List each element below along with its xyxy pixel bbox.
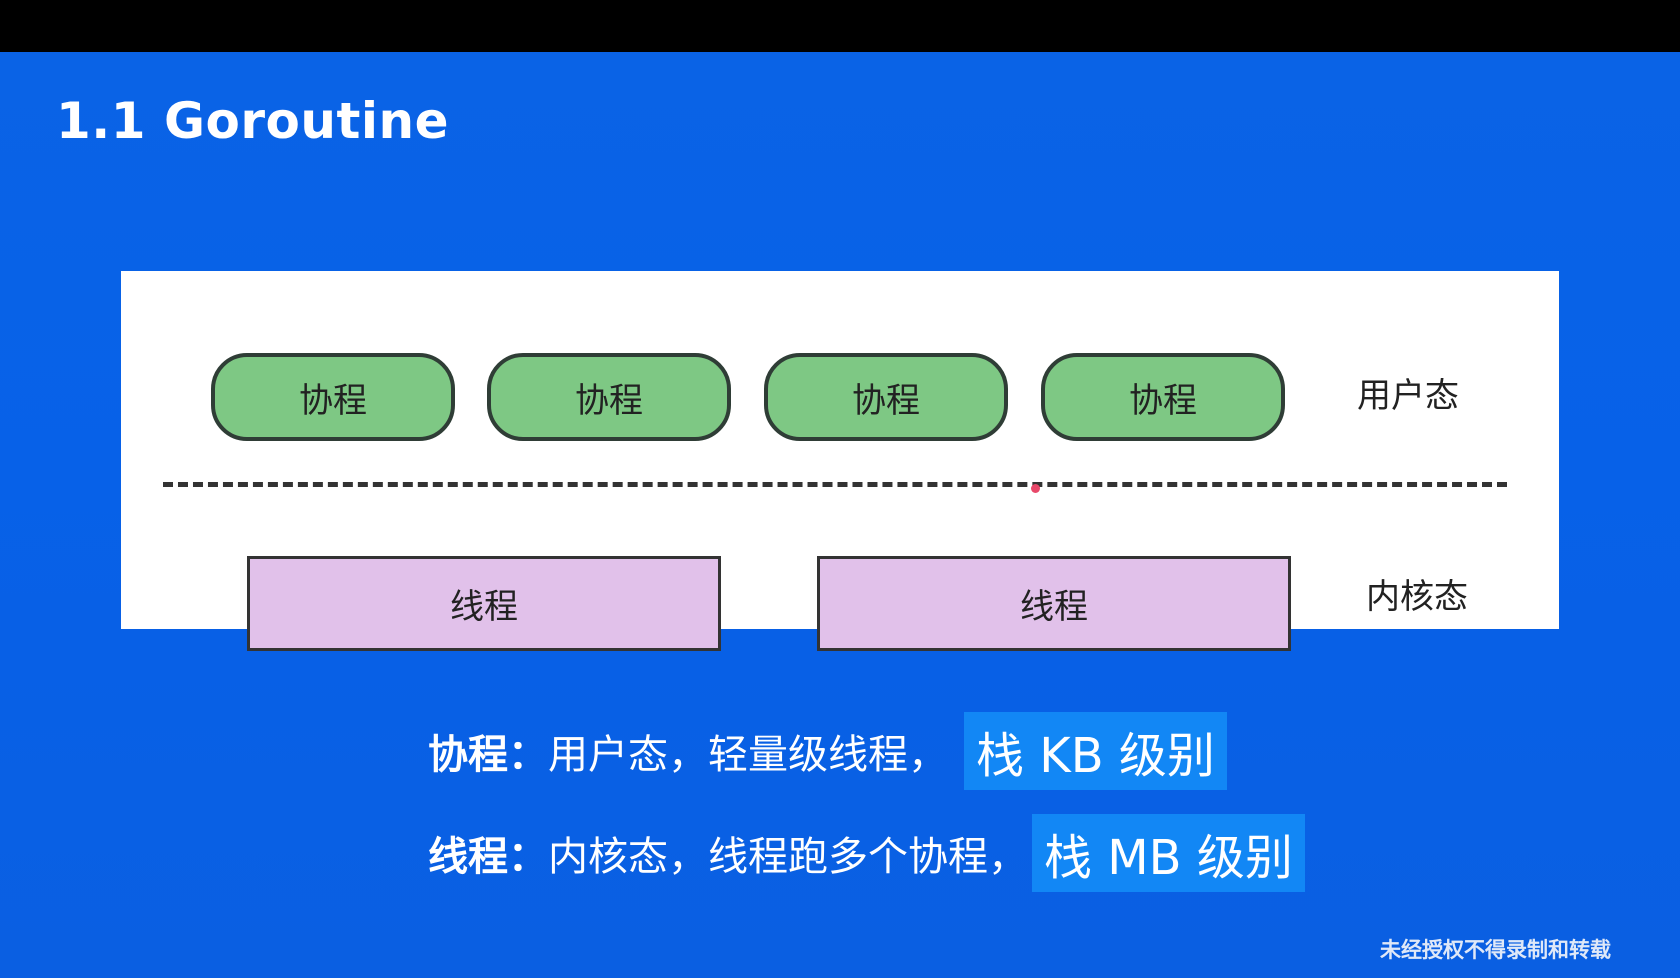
thread-stack-highlight: 栈 MB 级别 (1032, 814, 1305, 892)
coroutine-box: 协程 (1041, 353, 1285, 441)
presentation-slide: 1.1 Goroutine 协程 协程 协程 协程 用户态 线程 线程 内核态 … (0, 52, 1680, 978)
thread-box: 线程 (247, 556, 721, 651)
thread-term: 线程： (428, 834, 548, 880)
goroutine-diagram: 协程 协程 协程 协程 用户态 线程 线程 内核态 (121, 271, 1559, 651)
coroutine-box: 协程 (211, 353, 455, 441)
user-mode-label: 用户态 (1357, 376, 1459, 416)
slide-title: 1.1 Goroutine (56, 92, 450, 150)
laser-pointer-dot (1031, 484, 1040, 493)
coroutine-description: 用户态，轻量级线程， (548, 732, 948, 778)
thread-description: 内核态，线程跑多个协程， (548, 834, 1028, 880)
coroutine-box: 协程 (764, 353, 1008, 441)
kernel-mode-label: 内核态 (1366, 577, 1468, 617)
copyright-watermark: 未经授权不得录制和转载 (1380, 938, 1611, 962)
thread-box: 线程 (817, 556, 1291, 651)
coroutine-note: 协程： 用户态，轻量级线程， 栈 KB 级别 (428, 712, 1227, 790)
thread-note: 线程： 内核态，线程跑多个协程， 栈 MB 级别 (428, 814, 1305, 892)
mode-divider-line (163, 482, 1507, 487)
top-black-bar (0, 0, 1680, 52)
bottom-strip (0, 972, 1680, 978)
coroutine-stack-highlight: 栈 KB 级别 (964, 712, 1227, 790)
coroutine-box: 协程 (487, 353, 731, 441)
coroutine-term: 协程： (428, 732, 548, 778)
